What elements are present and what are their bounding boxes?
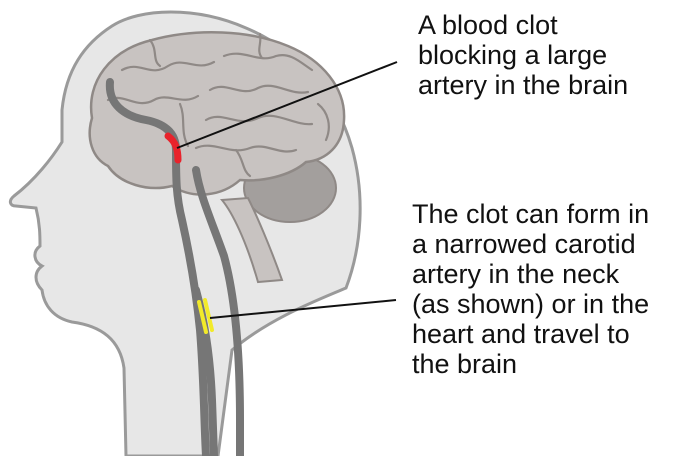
- origin-annotation-line: heart and travel to: [412, 319, 649, 349]
- clot-annotation-line: blocking a large: [418, 40, 628, 70]
- clot-origin-annotation: The clot can form in a narrowed carotid …: [412, 199, 649, 379]
- clot-annotation-line: artery in the brain: [418, 70, 628, 100]
- origin-annotation-line: the brain: [412, 349, 649, 379]
- origin-annotation-line: artery in the neck: [412, 259, 649, 289]
- origin-annotation-line: The clot can form in: [412, 199, 649, 229]
- origin-annotation-line: a narrowed carotid: [412, 229, 649, 259]
- clot-annotation-line: A blood clot: [418, 10, 628, 40]
- origin-annotation-line: (as shown) or in the: [412, 289, 649, 319]
- clot-annotation: A blood clot blocking a large artery in …: [418, 10, 628, 100]
